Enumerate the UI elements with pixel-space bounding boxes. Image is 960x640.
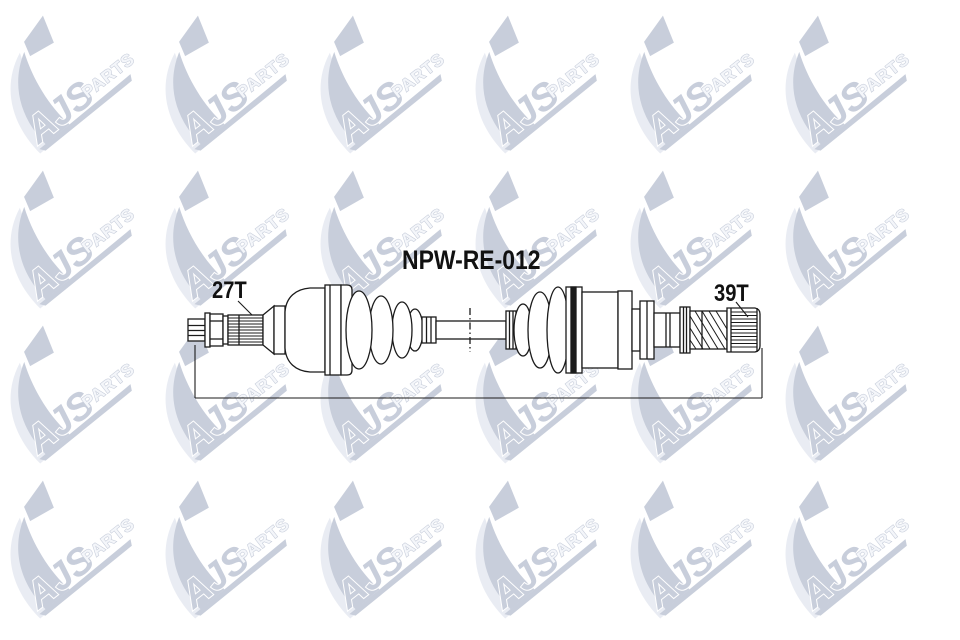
ajs-parts-watermark: AJS PARTS (303, 15, 453, 165)
ajs-parts-logo-icon: AJS PARTS (10, 325, 139, 464)
watermark-brand-bottom: PARTS (853, 359, 913, 412)
watermark-brand-top: AJS (792, 538, 877, 617)
ajs-parts-watermark: AJS PARTS (613, 15, 763, 165)
watermark-brand-bottom: PARTS (543, 204, 603, 257)
watermark-brand-bottom: PARTS (543, 49, 603, 102)
ajs-parts-watermark: AJS PARTS (768, 170, 918, 320)
watermark-brand-bottom: PARTS (78, 514, 138, 567)
watermark-brand-top: AJS (172, 73, 257, 152)
ajs-parts-watermark: AJS PARTS (148, 15, 298, 165)
ajs-parts-logo-icon: AJS PARTS (785, 15, 914, 154)
watermark-brand-bottom: PARTS (853, 49, 913, 102)
watermark-brand-bottom: PARTS (78, 204, 138, 257)
watermark-brand-top: AJS (327, 228, 412, 307)
watermark-brand-bottom: PARTS (78, 359, 138, 412)
watermark-brand-top: AJS (172, 383, 257, 462)
watermark-brand-bottom: PARTS (233, 204, 293, 257)
watermark-brand-bottom: PARTS (698, 359, 758, 412)
ajs-parts-logo-icon: AJS PARTS (320, 480, 449, 619)
watermark-brand-top: AJS (637, 73, 722, 152)
watermark-brand-bottom: PARTS (853, 514, 913, 567)
ajs-parts-logo-icon: AJS PARTS (475, 325, 604, 464)
watermark-brand-bottom: PARTS (78, 49, 138, 102)
watermark-brand-bottom: PARTS (388, 359, 448, 412)
ajs-parts-logo-icon: AJS PARTS (475, 480, 604, 619)
watermark-brand-top: AJS (327, 538, 412, 617)
ajs-parts-logo-icon: AJS PARTS (630, 15, 759, 154)
watermark-brand-top: AJS (482, 383, 567, 462)
watermark-brand-bottom: PARTS (388, 49, 448, 102)
watermark-brand-top: AJS (792, 383, 877, 462)
ajs-parts-watermark: AJS PARTS (613, 480, 763, 630)
watermark-brand-top: AJS (637, 383, 722, 462)
watermark-brand-bottom: PARTS (853, 204, 913, 257)
ajs-parts-watermark: AJS PARTS (0, 15, 143, 165)
ajs-parts-watermark: AJS PARTS (613, 325, 763, 475)
watermark-brand-top: AJS (327, 383, 412, 462)
ajs-parts-logo-icon: AJS PARTS (785, 170, 914, 309)
ajs-parts-logo-icon: AJS PARTS (475, 15, 604, 154)
watermark-brand-bottom: PARTS (698, 204, 758, 257)
ajs-parts-logo-icon: AJS PARTS (785, 325, 914, 464)
watermark-brand-bottom: PARTS (543, 514, 603, 567)
watermark-brand-top: AJS (637, 538, 722, 617)
watermark-brand-bottom: PARTS (698, 49, 758, 102)
ajs-parts-watermark: AJS PARTS (0, 170, 143, 320)
ajs-parts-watermark: AJS PARTS (148, 325, 298, 475)
outer-spline-count-label: 27T (212, 277, 247, 304)
part-number-label: NPW-RE-012 (402, 245, 541, 275)
watermark-brand-top: AJS (172, 538, 257, 617)
watermark-brand-top: AJS (17, 538, 102, 617)
ajs-parts-logo-icon: AJS PARTS (165, 15, 294, 154)
watermark-brand-bottom: PARTS (233, 359, 293, 412)
ajs-parts-logo-icon: AJS PARTS (320, 15, 449, 154)
ajs-parts-logo-icon: AJS PARTS (10, 170, 139, 309)
ajs-parts-watermark: AJS PARTS (0, 480, 143, 630)
watermark-brand-top: AJS (17, 73, 102, 152)
ajs-parts-watermark: AJS PARTS (768, 480, 918, 630)
ajs-parts-watermark: AJS PARTS (768, 325, 918, 475)
watermark-brand-bottom: PARTS (388, 514, 448, 567)
ajs-parts-watermark: AJS PARTS (458, 480, 608, 630)
watermark-brand-top: AJS (792, 73, 877, 152)
watermark-brand-top: AJS (637, 228, 722, 307)
ajs-parts-logo-icon: AJS PARTS (165, 480, 294, 619)
ajs-parts-watermark: AJS PARTS (458, 325, 608, 475)
ajs-parts-logo-icon: AJS PARTS (10, 480, 139, 619)
ajs-parts-watermark: AJS PARTS (303, 325, 453, 475)
watermark-brand-bottom: PARTS (543, 359, 603, 412)
ajs-parts-watermark: AJS PARTS (148, 480, 298, 630)
watermark-brand-bottom: PARTS (698, 514, 758, 567)
ajs-parts-logo-icon: AJS PARTS (630, 325, 759, 464)
watermark-brand-top: AJS (482, 73, 567, 152)
watermark-brand-top: AJS (792, 228, 877, 307)
watermark-brand-top: AJS (17, 228, 102, 307)
inner-spline-count-label: 39T (714, 280, 749, 307)
watermark-brand-top: AJS (482, 538, 567, 617)
watermark-brand-top: AJS (327, 73, 412, 152)
ajs-parts-watermark: AJS PARTS (303, 480, 453, 630)
ajs-parts-watermark: AJS PARTS (458, 15, 608, 165)
watermark-brand-bottom: PARTS (233, 49, 293, 102)
watermark-brand-bottom: PARTS (233, 514, 293, 567)
watermark-brand-top: AJS (17, 383, 102, 462)
ajs-parts-logo-icon: AJS PARTS (630, 480, 759, 619)
ajs-parts-watermark: AJS PARTS (0, 325, 143, 475)
ajs-parts-watermark: AJS PARTS (768, 15, 918, 165)
ajs-parts-logo-icon: AJS PARTS (785, 480, 914, 619)
ajs-parts-logo-icon: AJS PARTS (165, 325, 294, 464)
ajs-parts-logo-icon: AJS PARTS (320, 325, 449, 464)
ajs-parts-logo-icon: AJS PARTS (10, 15, 139, 154)
